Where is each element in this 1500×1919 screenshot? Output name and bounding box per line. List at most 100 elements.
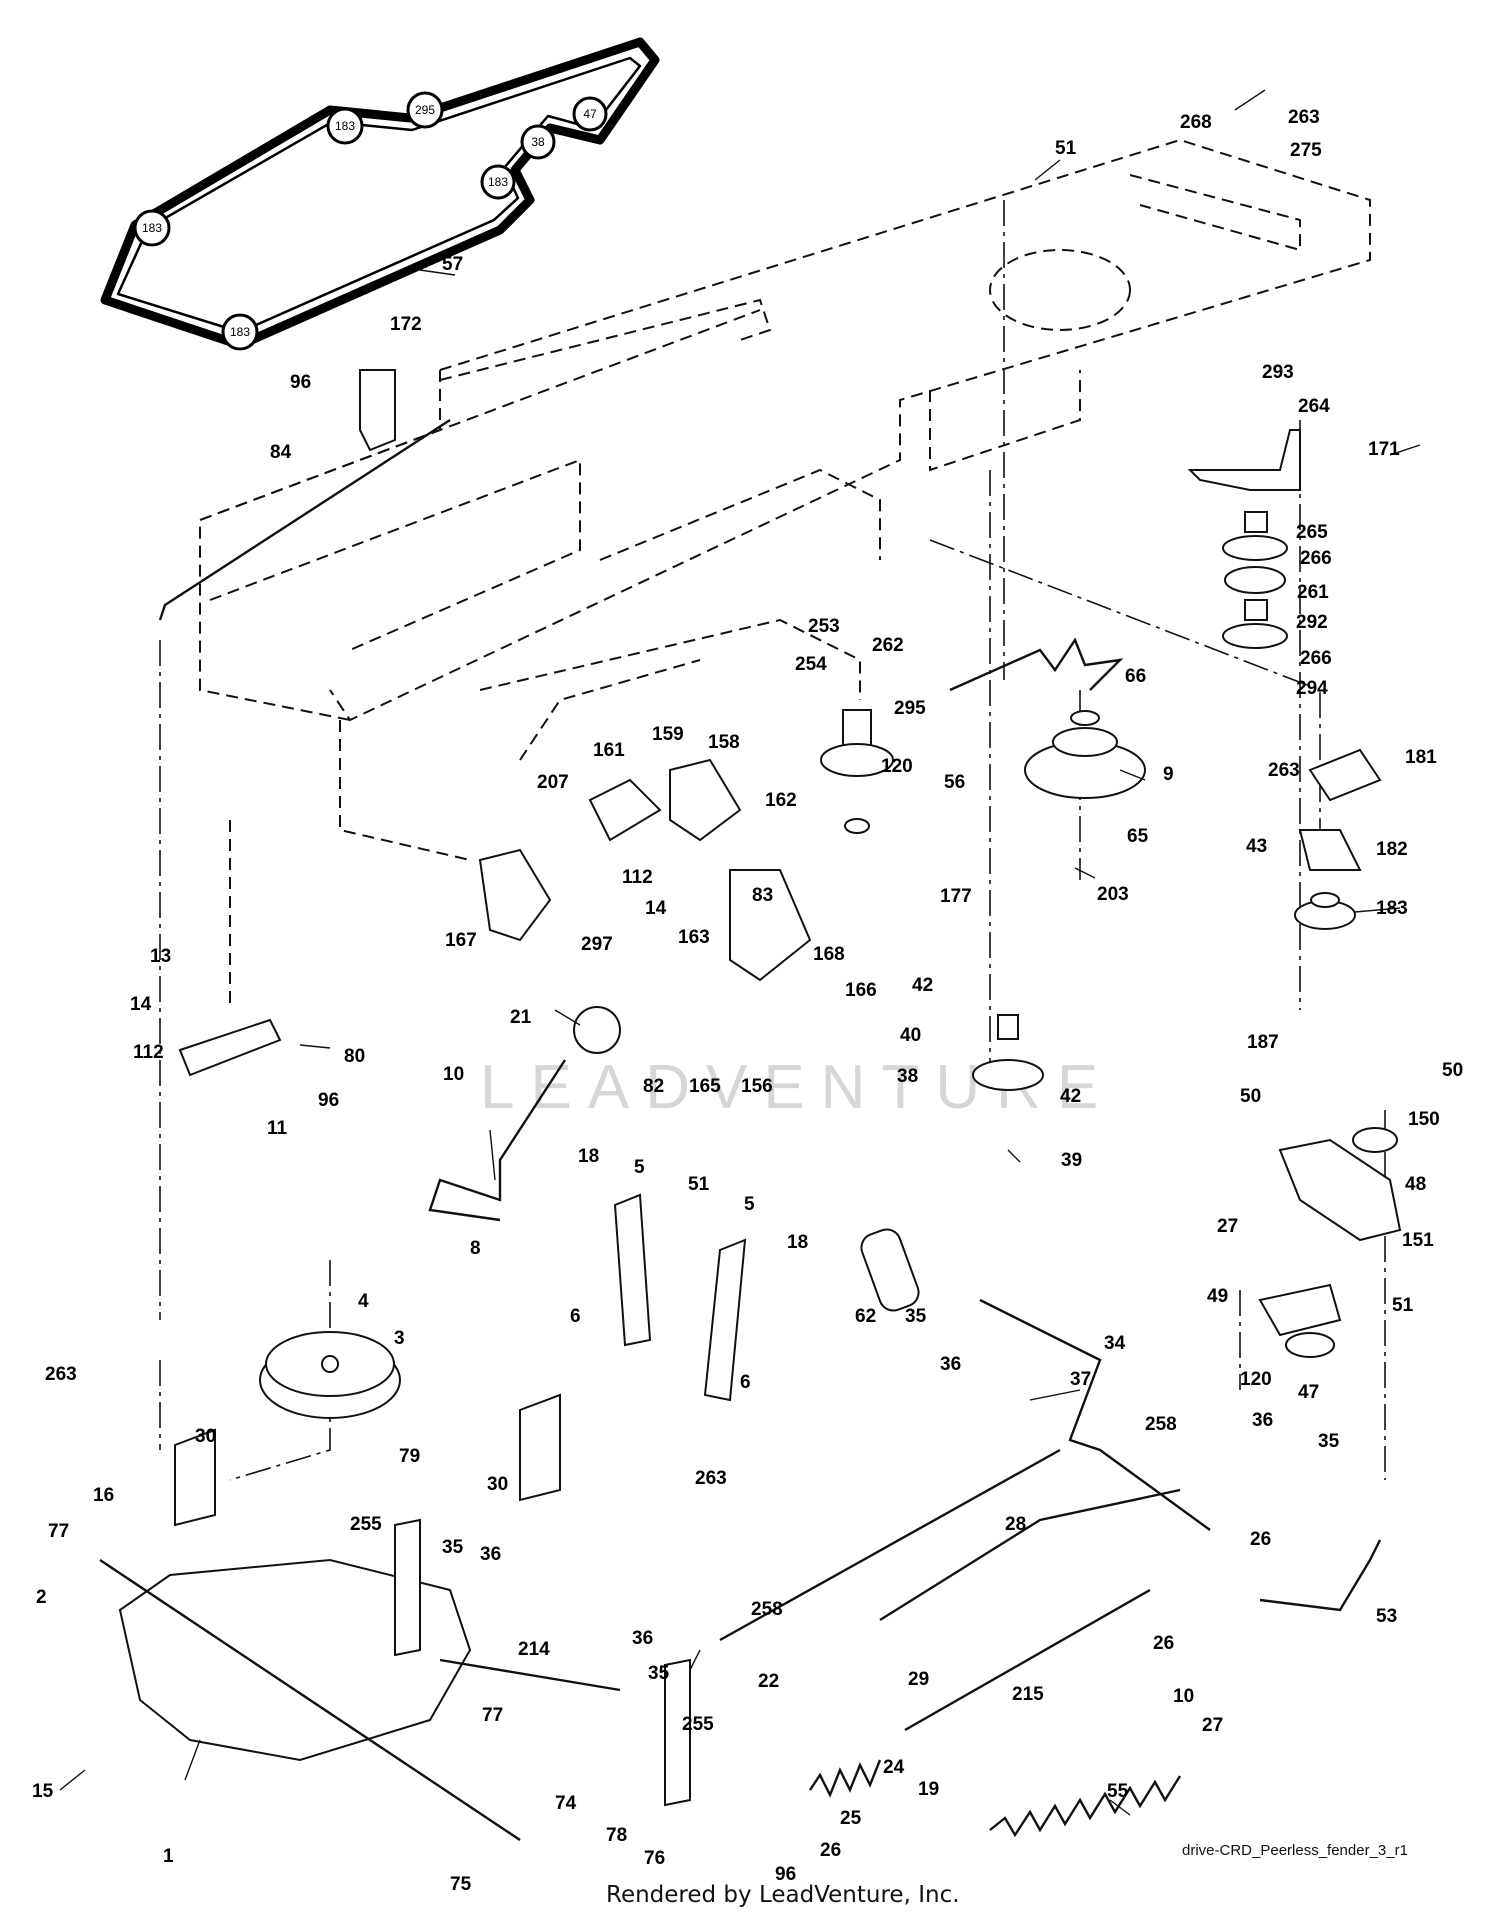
- callout: 78: [606, 1825, 627, 1846]
- parts: [99, 369, 1402, 1841]
- pulley-47: [1285, 1332, 1335, 1358]
- callout: 6: [740, 1372, 751, 1393]
- callout: 56: [944, 772, 965, 793]
- callout: 42: [912, 975, 933, 996]
- bracket-181: [1308, 748, 1382, 802]
- callout: 13: [150, 946, 171, 967]
- bracket-165: [729, 869, 812, 982]
- callout: 183: [1376, 898, 1408, 919]
- callout: 51: [688, 1174, 710, 1195]
- bracket-167: [478, 848, 552, 942]
- callout: 30: [487, 1474, 508, 1495]
- callout: 37: [1070, 1369, 1091, 1390]
- callout: 158: [708, 732, 740, 753]
- svg-text:295: 295: [415, 103, 435, 117]
- callout: 166: [845, 980, 877, 1001]
- callout: 263: [45, 1364, 77, 1385]
- callout: 255: [682, 1714, 714, 1735]
- callout: 19: [918, 1779, 939, 1800]
- callout: 181: [1405, 747, 1437, 768]
- callout: 27: [1217, 1216, 1238, 1237]
- callout: 39: [1061, 1150, 1082, 1171]
- callout: 36: [632, 1628, 653, 1649]
- callout: 8: [470, 1238, 481, 1259]
- callout: 150: [1408, 1109, 1440, 1130]
- callout: 177: [940, 886, 972, 907]
- bracket-158: [669, 758, 742, 842]
- lever-80: [178, 1018, 282, 1077]
- rod-28: [879, 1488, 1181, 1622]
- callout-labels: 57 51 268 263 275 172 96 84 293 264 171 …: [32, 107, 1463, 1895]
- callout: 42: [1060, 1086, 1081, 1107]
- callout: 165: [689, 1076, 721, 1097]
- pulley-marker: 183: [221, 313, 259, 351]
- callout: 24: [883, 1757, 905, 1778]
- callout: 74: [555, 1793, 577, 1814]
- callout: 35: [905, 1306, 927, 1327]
- bracket-48: [1278, 1138, 1402, 1242]
- callout: 34: [1104, 1333, 1126, 1354]
- callout: 171: [1368, 439, 1400, 460]
- callout: 266: [1300, 548, 1332, 569]
- callout: 167: [445, 930, 477, 951]
- callout: 172: [390, 314, 422, 335]
- callout: 84: [270, 442, 292, 463]
- callout: 11: [267, 1118, 288, 1139]
- render-credit: Rendered by LeadVenture, Inc.: [606, 1882, 960, 1908]
- svg-text:183: 183: [488, 175, 508, 189]
- callout: 80: [344, 1046, 365, 1067]
- pulley-marker: 38: [520, 124, 556, 160]
- pulley-marker: 295: [406, 91, 444, 129]
- rod-215: [904, 1588, 1151, 1732]
- callout: 14: [645, 898, 667, 919]
- callout: 35: [1318, 1431, 1340, 1452]
- svg-text:183: 183: [142, 221, 162, 235]
- callout: 16: [93, 1485, 114, 1506]
- belt-pulley-markers: 295 47 183 38 183 183 183: [133, 91, 608, 351]
- pulley-marker: 183: [326, 107, 364, 145]
- bracket-159: [588, 778, 662, 842]
- callout: 40: [900, 1025, 921, 1046]
- callout: 253: [808, 616, 840, 637]
- callout: 82: [643, 1076, 664, 1097]
- svg-text:183: 183: [230, 325, 250, 339]
- bracket-172: [359, 369, 396, 452]
- callout: 261: [1297, 582, 1329, 603]
- callout: 10: [1173, 1686, 1194, 1707]
- callout: 163: [678, 927, 710, 948]
- callout: 96: [318, 1090, 339, 1111]
- bracket-182: [1298, 829, 1362, 871]
- callout: 293: [1262, 362, 1294, 383]
- callout: 120: [881, 756, 913, 777]
- callout: 207: [537, 772, 569, 793]
- callout: 292: [1296, 612, 1328, 633]
- pulley-marker: 183: [480, 164, 516, 200]
- callout: 120: [1240, 1369, 1272, 1390]
- callout: 47: [1298, 1382, 1319, 1403]
- callout: 18: [578, 1146, 599, 1167]
- callout: 156: [741, 1076, 773, 1097]
- callout: 76: [644, 1848, 665, 1869]
- transaxle-pulley: [259, 1331, 401, 1419]
- spring-66: [949, 637, 1124, 692]
- diagram-reference: drive-CRD_Peerless_fender_3_r1: [1182, 1842, 1408, 1859]
- arm-255-left: [394, 1518, 421, 1657]
- callout: 112: [622, 867, 653, 888]
- callout: 14: [130, 994, 152, 1015]
- leader-lines: [59, 89, 1421, 1816]
- callout: 6: [570, 1306, 581, 1327]
- callout: 28: [1005, 1514, 1026, 1535]
- bracket-49: [1258, 1283, 1342, 1337]
- pulley-marker: 47: [572, 96, 608, 132]
- callout: 35: [648, 1663, 670, 1684]
- reference-lines: [159, 200, 1386, 1481]
- callout: 26: [820, 1840, 841, 1861]
- callout: 203: [1097, 884, 1129, 905]
- callout: 96: [290, 372, 311, 393]
- rod-22: [719, 1448, 1061, 1642]
- callout: 161: [593, 740, 625, 761]
- variable-pulley: [1024, 710, 1146, 799]
- callout: 25: [840, 1808, 862, 1829]
- spring-55: [989, 1775, 1182, 1838]
